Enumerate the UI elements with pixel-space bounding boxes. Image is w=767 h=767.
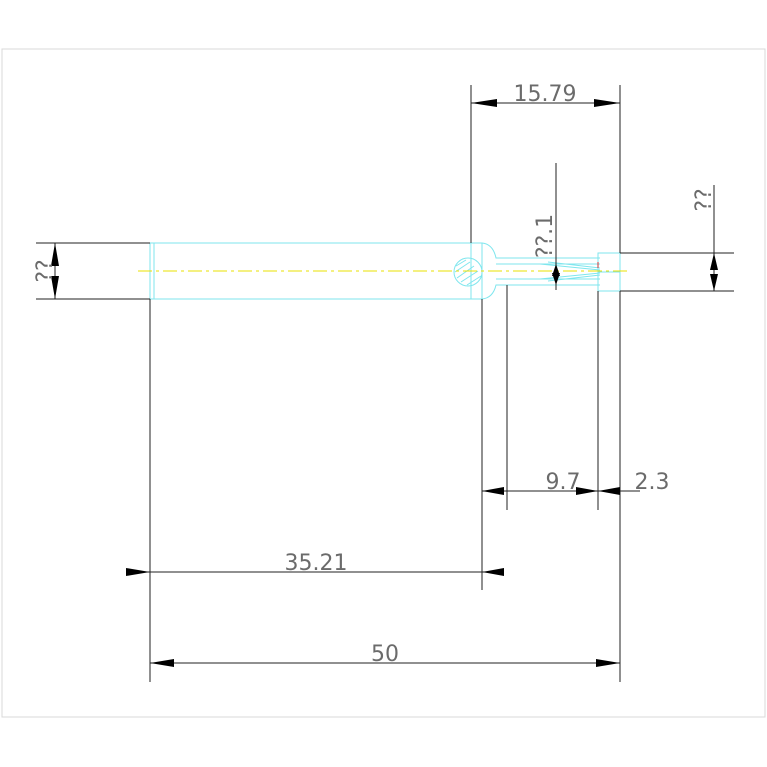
part-outline	[149, 242, 621, 300]
extension-lines	[36, 85, 734, 682]
section-circle	[453, 257, 483, 287]
dimension-right-diameter: ??	[692, 185, 718, 291]
dim-label-35-21: 35.21	[285, 551, 348, 576]
dimension-neck-diameter: ??.1	[533, 214, 560, 285]
upper-fillet	[481, 242, 600, 259]
dimension-top-width: 15.79	[471, 82, 620, 107]
dimension-body-length: 35.21	[126, 551, 504, 576]
dim-label-9-7: 9.7	[546, 470, 581, 495]
dim-label-2-3: 2.3	[635, 470, 670, 495]
sheet-frame	[1, 48, 766, 718]
dimension-overall-length: 50	[150, 642, 620, 667]
dim-label-neck-diameter: ??.1	[533, 214, 558, 258]
dimension-left-diameter: ??	[33, 243, 59, 299]
dimension-neck-length: 9.7 2.3	[482, 470, 670, 495]
section-hatch	[454, 259, 482, 286]
dim-label-50: 50	[371, 642, 399, 667]
dim-label-15-79: 15.79	[514, 82, 577, 107]
dim-label-left-diameter: ??	[33, 259, 58, 282]
neck-taper-lines	[539, 261, 601, 282]
lower-fillet	[481, 284, 600, 300]
dim-label-right-diameter: ??	[692, 188, 717, 211]
